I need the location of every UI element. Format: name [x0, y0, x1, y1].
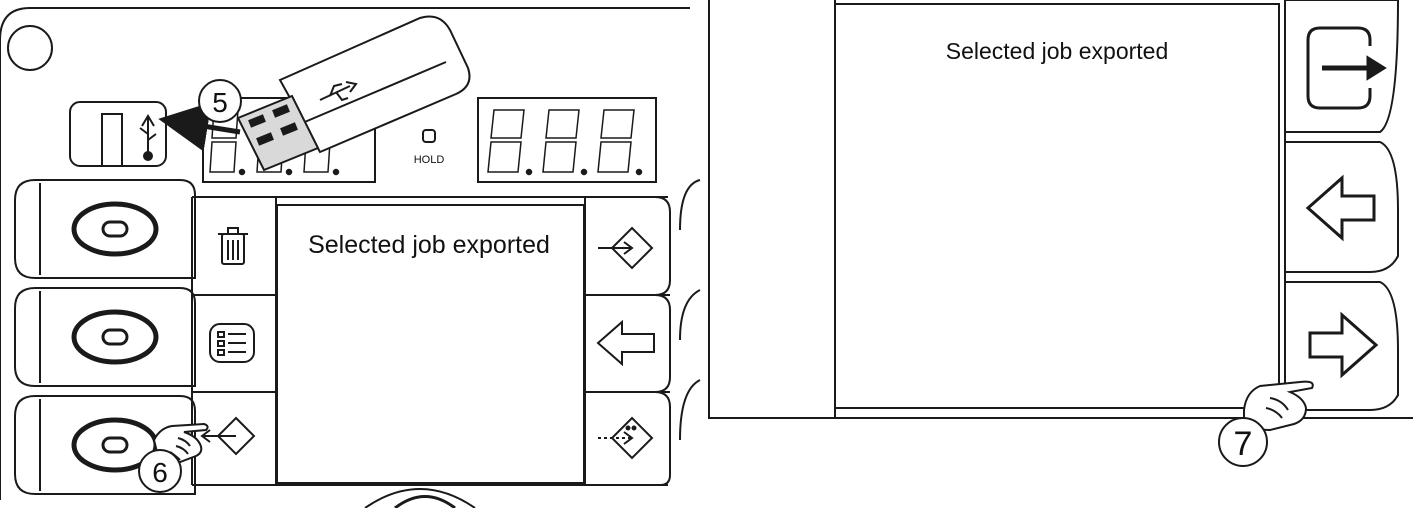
key-exit[interactable] [1285, 0, 1400, 133]
usb-symbol-icon [139, 114, 157, 161]
usb-stick [236, 15, 471, 172]
hold-label: HOLD [414, 154, 445, 166]
callout-7-label: 7 [1234, 425, 1253, 463]
callout-5-label: 5 [212, 87, 228, 118]
callout-7: 7 [1218, 417, 1268, 467]
key-prev[interactable] [1285, 141, 1399, 273]
import-diamond-icon[interactable] [598, 226, 654, 270]
usb-port [69, 101, 167, 167]
left-screen-message: Selected job exported [308, 231, 550, 259]
arrow-left-icon[interactable] [1305, 174, 1376, 242]
callout-6: 6 [138, 449, 182, 493]
arrow-right-icon[interactable] [1308, 311, 1379, 379]
right-lcd-screen [834, 3, 1280, 409]
left-device-panel [0, 7, 701, 508]
hold-led [422, 129, 436, 143]
insert-arrow [158, 102, 241, 152]
screw-icon [7, 25, 53, 71]
arrow-left-icon[interactable] [596, 319, 655, 367]
exit-icon[interactable] [1306, 26, 1387, 110]
trash-icon[interactable] [218, 227, 248, 265]
key-next[interactable] [1285, 281, 1399, 411]
usb-logo-icon [319, 81, 358, 102]
callout-6-label: 6 [152, 457, 168, 488]
pointing-hand-icon [1243, 380, 1314, 432]
right-device-panel [708, 0, 1413, 419]
display-right [477, 97, 657, 183]
right-screen-message: Selected job exported [946, 38, 1169, 64]
import-diamond-dotted-icon[interactable] [598, 416, 654, 460]
knob-buttons [14, 179, 196, 495]
checklist-icon[interactable] [209, 323, 255, 363]
export-arrow-icon[interactable] [200, 416, 256, 456]
left-lcd-screen [276, 204, 585, 484]
callout-5: 5 [198, 79, 242, 123]
